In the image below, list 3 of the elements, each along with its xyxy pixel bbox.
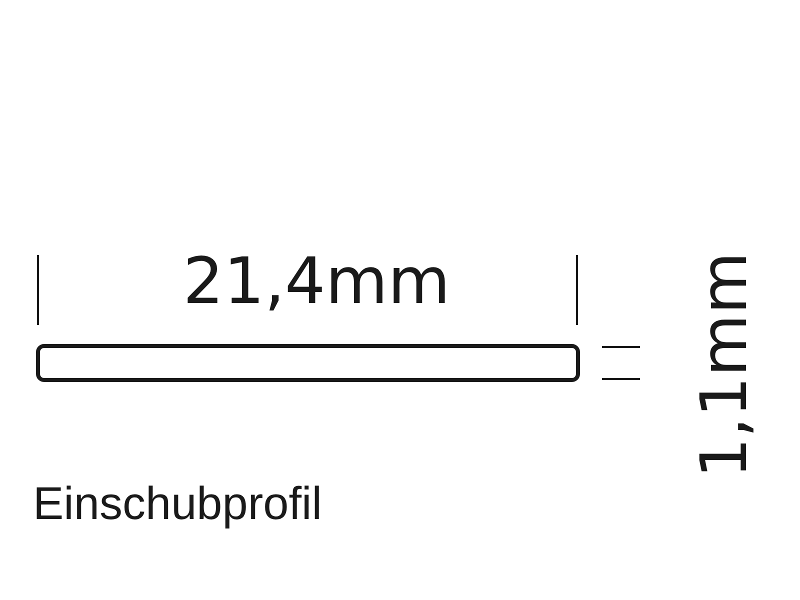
caption: Einschubprofil bbox=[33, 480, 322, 526]
dimension-label: 1,1mm bbox=[693, 252, 758, 478]
dimension-label: 21,4mm bbox=[183, 250, 450, 314]
